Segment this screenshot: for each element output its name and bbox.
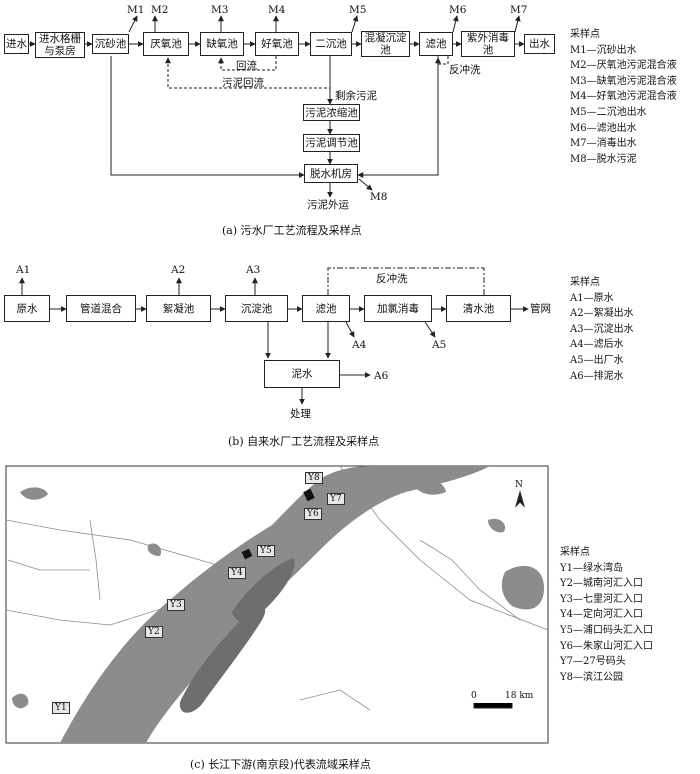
box-outflow: 出水 [524, 34, 555, 54]
box-dewatering: 脱水机房 [304, 164, 358, 183]
point-m3: M3 [211, 4, 229, 16]
label-excess-sludge: 剩余污泥 [335, 90, 377, 102]
legend-c-item: Y1—绿水湾岛 [560, 562, 623, 574]
scale-end: 18 km [505, 691, 534, 701]
label-sludge-return: 污泥回流 [222, 77, 264, 89]
site-pin-y5: Y5 [257, 545, 275, 557]
map-lines [5, 465, 549, 711]
point-a2: A2 [171, 264, 186, 276]
box-filter-b: 滤池 [302, 295, 350, 322]
point-m4: M4 [268, 4, 286, 16]
scale-bar [473, 703, 513, 709]
box-flocculation: 絮凝池 [146, 295, 211, 322]
legend-a-item: M5—二沉池出水 [570, 106, 647, 118]
scale-zero: 0 [471, 691, 477, 701]
point-a1: A1 [16, 264, 31, 276]
box-anoxic: 缺氧池 [200, 32, 244, 56]
box-aerobic: 好氧池 [255, 32, 299, 56]
box-conditioning: 污泥调节池 [303, 134, 360, 152]
legend-a-item: M3—缺氧池污泥混合液 [570, 75, 677, 87]
label-backwash-b: 反冲洗 [376, 273, 408, 285]
label-return: 回流 [236, 60, 257, 72]
lakes [12, 478, 544, 709]
legend-b-item: A6—排泥水 [570, 370, 624, 382]
legend-a-item: M4—好氧池污泥混合液 [570, 91, 677, 103]
legend-a-item: M6—滤池出水 [570, 122, 637, 134]
label-pipe-network: 管网 [530, 303, 551, 315]
box-screen-pump: 进水格栅 与泵房 [35, 32, 85, 58]
legend-c-item: Y8—滨江公园 [560, 671, 623, 683]
legend-b-item: A5—出厂水 [570, 354, 624, 366]
point-m2: M2 [151, 4, 169, 16]
box-sludge-water: 泥水 [264, 360, 340, 388]
legend-c-item: Y4—定向河汇入口 [560, 609, 643, 621]
box-anaerobic: 厌氧池 [143, 32, 189, 56]
box-thickener: 污泥浓缩池 [303, 104, 360, 121]
box-inflow: 进水 [4, 34, 29, 54]
point-m7: M7 [510, 4, 528, 16]
caption-a: (a) 污水厂工艺流程及采样点 [222, 224, 362, 237]
box-sedimentation: 沉淀池 [225, 295, 288, 322]
box-grit-chamber: 沉砂池 [92, 34, 129, 54]
point-m6: M6 [449, 4, 467, 16]
site-pin-y6: Y6 [304, 508, 322, 520]
box-uv-disinfection: 紫外消毒 池 [461, 31, 515, 57]
legend-c-title: 采样点 [560, 547, 590, 558]
site-pin-y7: Y7 [327, 493, 345, 505]
river-channel [60, 466, 490, 743]
legend-b-item: A2—絮凝出水 [570, 308, 634, 320]
site-pin-y3: Y3 [167, 599, 185, 611]
legend-c-item: Y6—朱家山河汇入口 [560, 640, 653, 652]
legend-c-item: Y2—城南河汇入口 [560, 578, 643, 590]
map-frame [5, 465, 549, 744]
legend-a-item: M7—消毒出水 [570, 138, 637, 150]
legend-a-item: M2—厌氧池污泥混合液 [570, 60, 677, 72]
legend-b-item: A4—滤后水 [570, 339, 624, 351]
point-m5: M5 [349, 4, 367, 16]
box-pipe-mixing: 管道混合 [66, 295, 136, 322]
box-filter: 滤池 [419, 32, 453, 56]
label-sludge-transport: 污泥外运 [307, 199, 349, 211]
label-backwash-a: 反冲洗 [449, 64, 481, 76]
box-secondary-clarifier: 二沉池 [310, 32, 352, 56]
box-coagulation: 混凝沉淀 池 [361, 31, 410, 57]
box-chlorination: 加氯消毒 [364, 295, 432, 322]
legend-c-item: Y7—27号码头 [560, 656, 626, 668]
legend-b-item: A3—沉淀出水 [570, 323, 634, 335]
box-raw-water: 原水 [4, 295, 50, 322]
site-pin-y2: Y2 [145, 626, 163, 638]
point-m1: M1 [127, 4, 145, 16]
site-pin-y8: Y8 [305, 472, 323, 484]
point-m8: M8 [370, 191, 388, 203]
label-treatment: 处理 [290, 408, 311, 420]
box-clear-well: 清水池 [446, 295, 511, 322]
point-a6: A6 [374, 370, 389, 382]
legend-c: 采样点 Y1—绿水湾岛 Y2—城南河汇入口 Y3—七里河汇入口 Y4—定向河汇入… [560, 545, 653, 685]
legend-b-item: A1—原水 [570, 292, 614, 304]
point-a3: A3 [246, 264, 261, 276]
legend-a-item: M1—沉砂出水 [570, 44, 637, 56]
sample-sites [241, 488, 315, 560]
north-arrow [514, 490, 526, 508]
legend-b-title: 采样点 [570, 277, 600, 288]
point-a5: A5 [432, 339, 447, 351]
legend-c-item: Y3—七里河汇入口 [560, 593, 643, 605]
site-pin-y1: Y1 [52, 702, 70, 714]
legend-b: 采样点 A1—原水 A2—絮凝出水 A3—沉淀出水 A4—滤后水 A5—出厂水 … [570, 275, 634, 384]
caption-c: (c) 长江下游(南京段)代表流域采样点 [190, 758, 371, 771]
site-pin-y4: Y4 [228, 567, 246, 579]
north-label: N [515, 480, 523, 490]
caption-b: (b) 自来水厂工艺流程及采样点 [228, 435, 380, 448]
legend-a: 采样点 M1—沉砂出水 M2—厌氧池污泥混合液 M3—缺氧池污泥混合液 M4—好… [570, 27, 677, 167]
legend-a-item: M8—脱水污泥 [570, 153, 637, 165]
point-a4: A4 [352, 339, 367, 351]
legend-c-item: Y5—浦口码头汇入口 [560, 624, 653, 636]
legend-a-title: 采样点 [570, 29, 600, 40]
